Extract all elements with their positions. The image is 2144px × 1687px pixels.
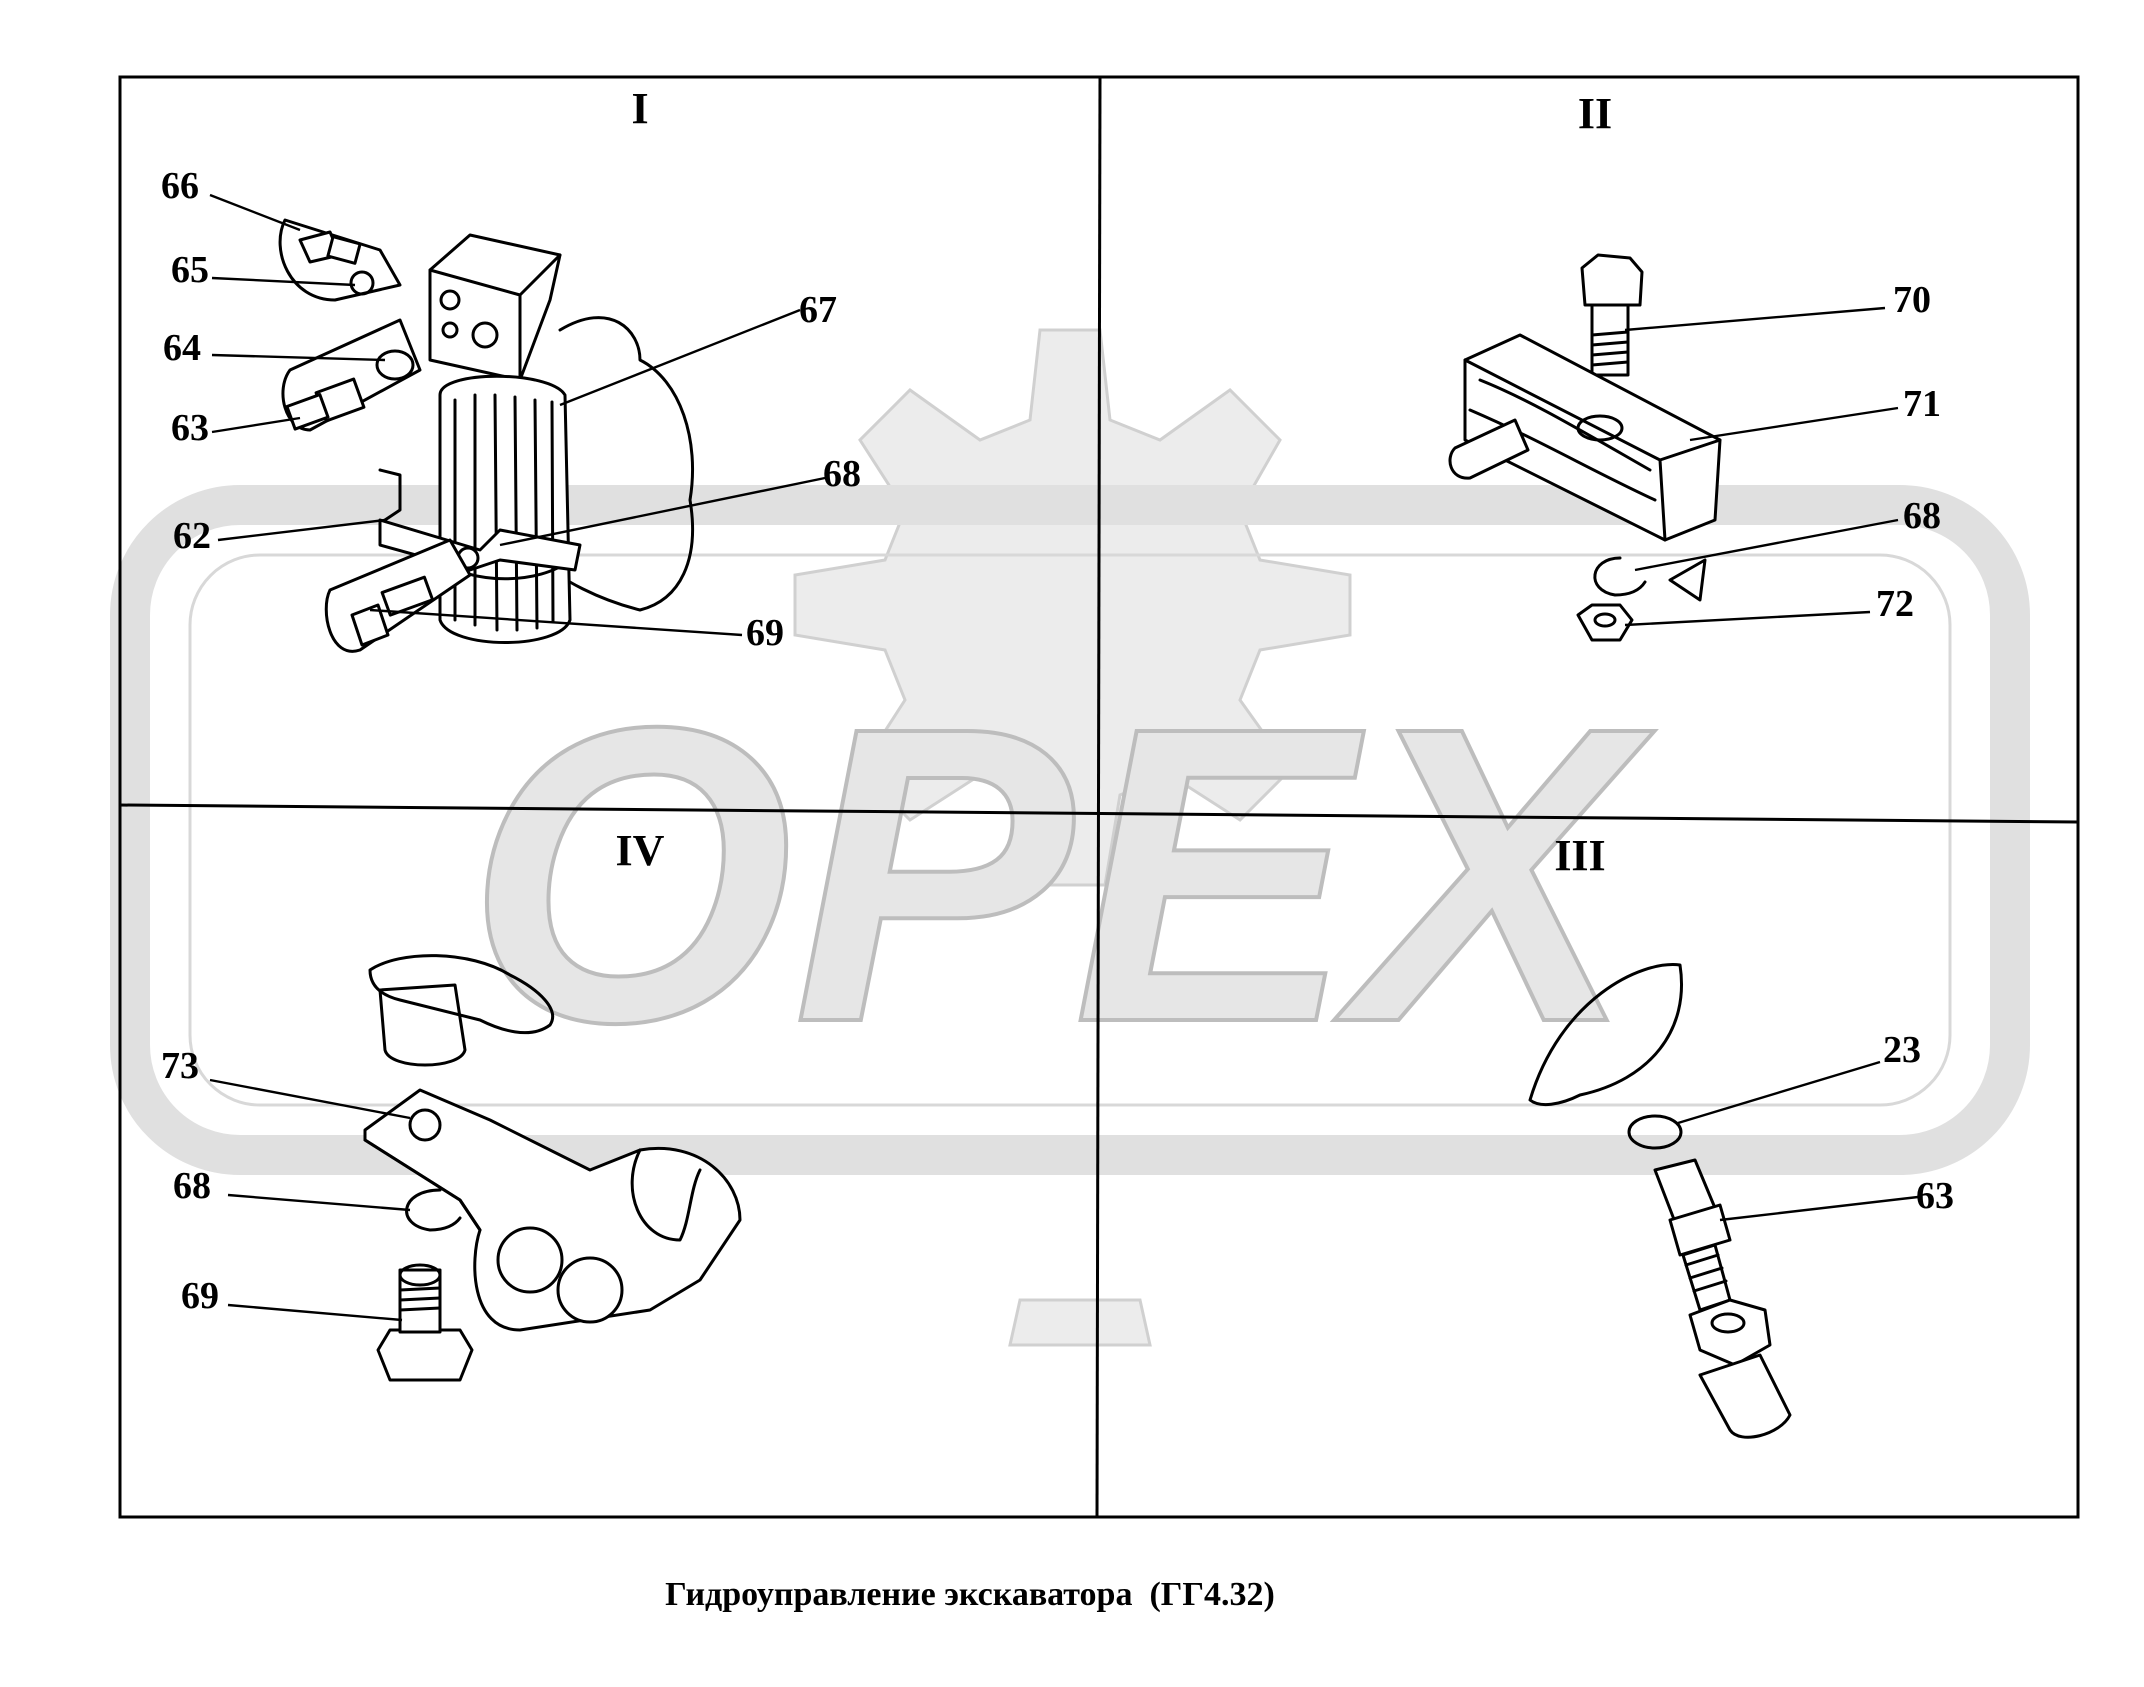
callout-68-q4: 68: [173, 1165, 211, 1207]
leader-lines: [209, 193, 1919, 1322]
callouts: 66 65 64 63 67 68 62 69 70 71 68 72 73 6…: [161, 165, 1954, 1317]
callout-72: 72: [1876, 583, 1914, 625]
callout-71: 71: [1903, 383, 1941, 425]
callout-68-q2: 68: [1903, 495, 1941, 537]
vertical-divider: [1095, 76, 1102, 1518]
callout-64: 64: [163, 327, 201, 369]
quadrant-label-I: I: [631, 84, 648, 133]
callout-73: 73: [161, 1045, 199, 1087]
figure-caption: Гидроуправление экскаватора (ГГ4.32): [665, 1576, 1275, 1613]
quadrant-label-III: III: [1554, 831, 1605, 880]
quadrant-label-II: II: [1578, 89, 1612, 138]
callout-70: 70: [1893, 279, 1931, 321]
quadrant-I-drawing: [278, 218, 695, 653]
callout-63-q3: 63: [1916, 1175, 1954, 1217]
quadrant-label-IV: IV: [616, 826, 665, 875]
callout-62: 62: [173, 515, 211, 557]
callout-67: 67: [799, 289, 837, 331]
horizontal-divider: [119, 803, 2079, 824]
callout-65: 65: [171, 249, 209, 291]
callout-68-q1: 68: [823, 453, 861, 495]
quadrant-II-drawing: [1448, 253, 1722, 642]
watermark: OPEX: [110, 328, 2030, 1347]
callout-69-q1: 69: [746, 612, 784, 654]
callout-63-q1: 63: [171, 407, 209, 449]
callout-23: 23: [1883, 1029, 1921, 1071]
quadrant-III-drawing: [1528, 963, 1792, 1439]
quadrant-IV-drawing: [363, 954, 742, 1382]
watermark-text: OPEX: [466, 641, 1655, 1110]
callout-66: 66: [161, 165, 199, 207]
panel-frames: [118, 75, 2080, 1519]
callout-69-q4: 69: [181, 1275, 219, 1317]
